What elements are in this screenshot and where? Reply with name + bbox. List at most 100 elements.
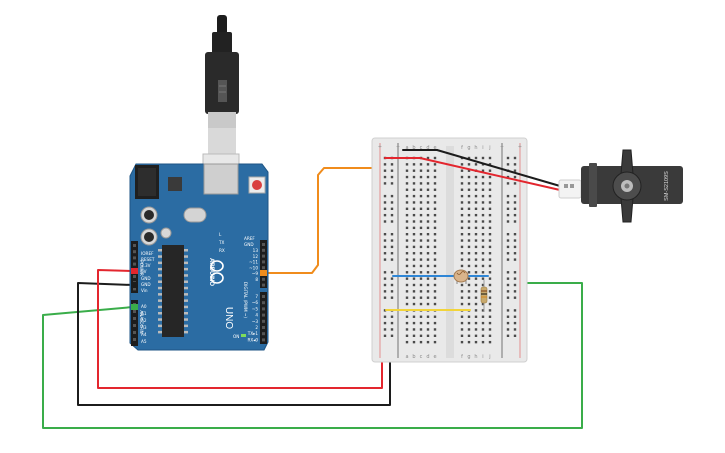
breadboard-hole — [488, 194, 492, 198]
breadboard-hole — [419, 169, 423, 172]
tx-led-label: TX — [218, 240, 225, 245]
breadboard-column-label: j — [488, 354, 490, 360]
breadboard-hole — [474, 302, 478, 306]
breadboard-hole — [481, 201, 485, 204]
breadboard-hole — [474, 163, 478, 166]
rail-hole — [390, 233, 394, 236]
breadboard-hole — [426, 213, 430, 217]
breadboard-hole — [405, 271, 409, 274]
breadboard-hole — [474, 271, 478, 274]
breadboard-hole — [433, 321, 437, 325]
breadboard-hole — [405, 334, 409, 337]
rail-hole — [513, 271, 517, 274]
servo-wires — [419, 149, 561, 191]
resistor — [480, 280, 488, 312]
breadboard-hole — [467, 340, 471, 344]
rail-hole — [390, 163, 394, 166]
breadboard-hole — [460, 194, 464, 198]
breadboard-hole — [467, 315, 471, 318]
breadboard-hole — [474, 156, 478, 160]
breadboard-hole — [474, 321, 478, 325]
breadboard-hole — [467, 182, 471, 185]
rail-hole — [513, 290, 517, 293]
rail-hole — [513, 194, 517, 198]
breadboard-hole — [488, 226, 492, 230]
breadboard-hole — [467, 220, 471, 223]
rail-hole — [513, 277, 517, 280]
breadboard-hole — [481, 182, 485, 185]
rail-hole — [383, 213, 387, 217]
breadboard-hole — [460, 245, 464, 249]
rail-hole — [383, 271, 387, 274]
on-led-label: ON — [233, 334, 239, 339]
breadboard-hole — [488, 334, 492, 337]
analog-pin-label: A5 — [141, 339, 147, 344]
breadboard-hole — [433, 188, 437, 191]
breadboard-hole — [405, 258, 409, 261]
breadboard-hole — [426, 220, 430, 223]
rail-hole — [390, 169, 394, 172]
breadboard-hole — [488, 264, 492, 268]
breadboard-hole — [412, 334, 416, 337]
breadboard-hole — [426, 321, 430, 325]
breadboard-hole — [405, 220, 409, 223]
breadboard-hole — [426, 302, 430, 306]
breadboard-hole — [405, 328, 409, 331]
breadboard-hole — [474, 226, 478, 230]
breadboard-hole — [488, 175, 492, 179]
breadboard-hole — [488, 252, 492, 255]
breadboard-hole — [474, 182, 478, 185]
digital-pin-label: ~10 — [249, 265, 258, 270]
breadboard-hole — [488, 169, 492, 172]
breadboard-hole — [488, 188, 492, 191]
breadboard-hole — [433, 163, 437, 166]
rail-hole — [383, 233, 387, 236]
arduino-logo-icon — [210, 260, 224, 284]
breadboard-hole — [488, 233, 492, 236]
rail-hole — [506, 233, 510, 236]
breadboard-hole — [405, 315, 409, 318]
breadboard-hole — [488, 328, 492, 331]
rail-hole — [506, 328, 510, 331]
breadboard-hole — [467, 290, 471, 293]
breadboard-column-label: h — [474, 354, 477, 360]
rail-hole — [506, 201, 510, 204]
rail-hole — [390, 283, 394, 287]
breadboard-hole — [426, 258, 430, 261]
breadboard-column-label: i — [482, 354, 483, 360]
rail-hole — [513, 213, 517, 217]
breadboard-hole — [481, 258, 485, 261]
rail-hole — [383, 315, 387, 318]
digital-pin-label: 8 — [255, 277, 258, 282]
breadboard-hole — [419, 271, 423, 274]
breadboard-hole — [412, 264, 416, 268]
breadboard-hole — [426, 169, 430, 172]
rail-hole — [513, 296, 517, 299]
rail-hole — [513, 252, 517, 255]
rail-hole — [383, 252, 387, 255]
rail-hole — [390, 175, 394, 179]
breadboard-hole — [405, 175, 409, 179]
breadboard-hole — [474, 201, 478, 204]
breadboard-hole — [433, 213, 437, 217]
breadboard-hole — [474, 194, 478, 198]
breadboard-hole — [467, 163, 471, 166]
breadboard-hole — [412, 182, 416, 185]
breadboard-hole — [412, 175, 416, 179]
breadboard-hole — [481, 271, 485, 274]
breadboard-hole — [481, 340, 485, 344]
breadboard-hole — [412, 296, 416, 299]
breadboard-column-label: g — [467, 145, 470, 151]
breadboard-hole — [419, 201, 423, 204]
breadboard-hole — [419, 264, 423, 268]
breadboard-hole — [419, 296, 423, 299]
digital-label: DIGITAL (PWM ~) — [243, 282, 248, 318]
breadboard-hole — [426, 296, 430, 299]
breadboard-hole — [467, 226, 471, 230]
digital-pin-label: 2 — [255, 325, 258, 330]
breadboard-hole — [412, 315, 416, 318]
breadboard-hole — [481, 315, 485, 318]
breadboard-hole — [419, 321, 423, 325]
breadboard-hole — [481, 321, 485, 325]
breadboard-hole — [474, 283, 478, 287]
